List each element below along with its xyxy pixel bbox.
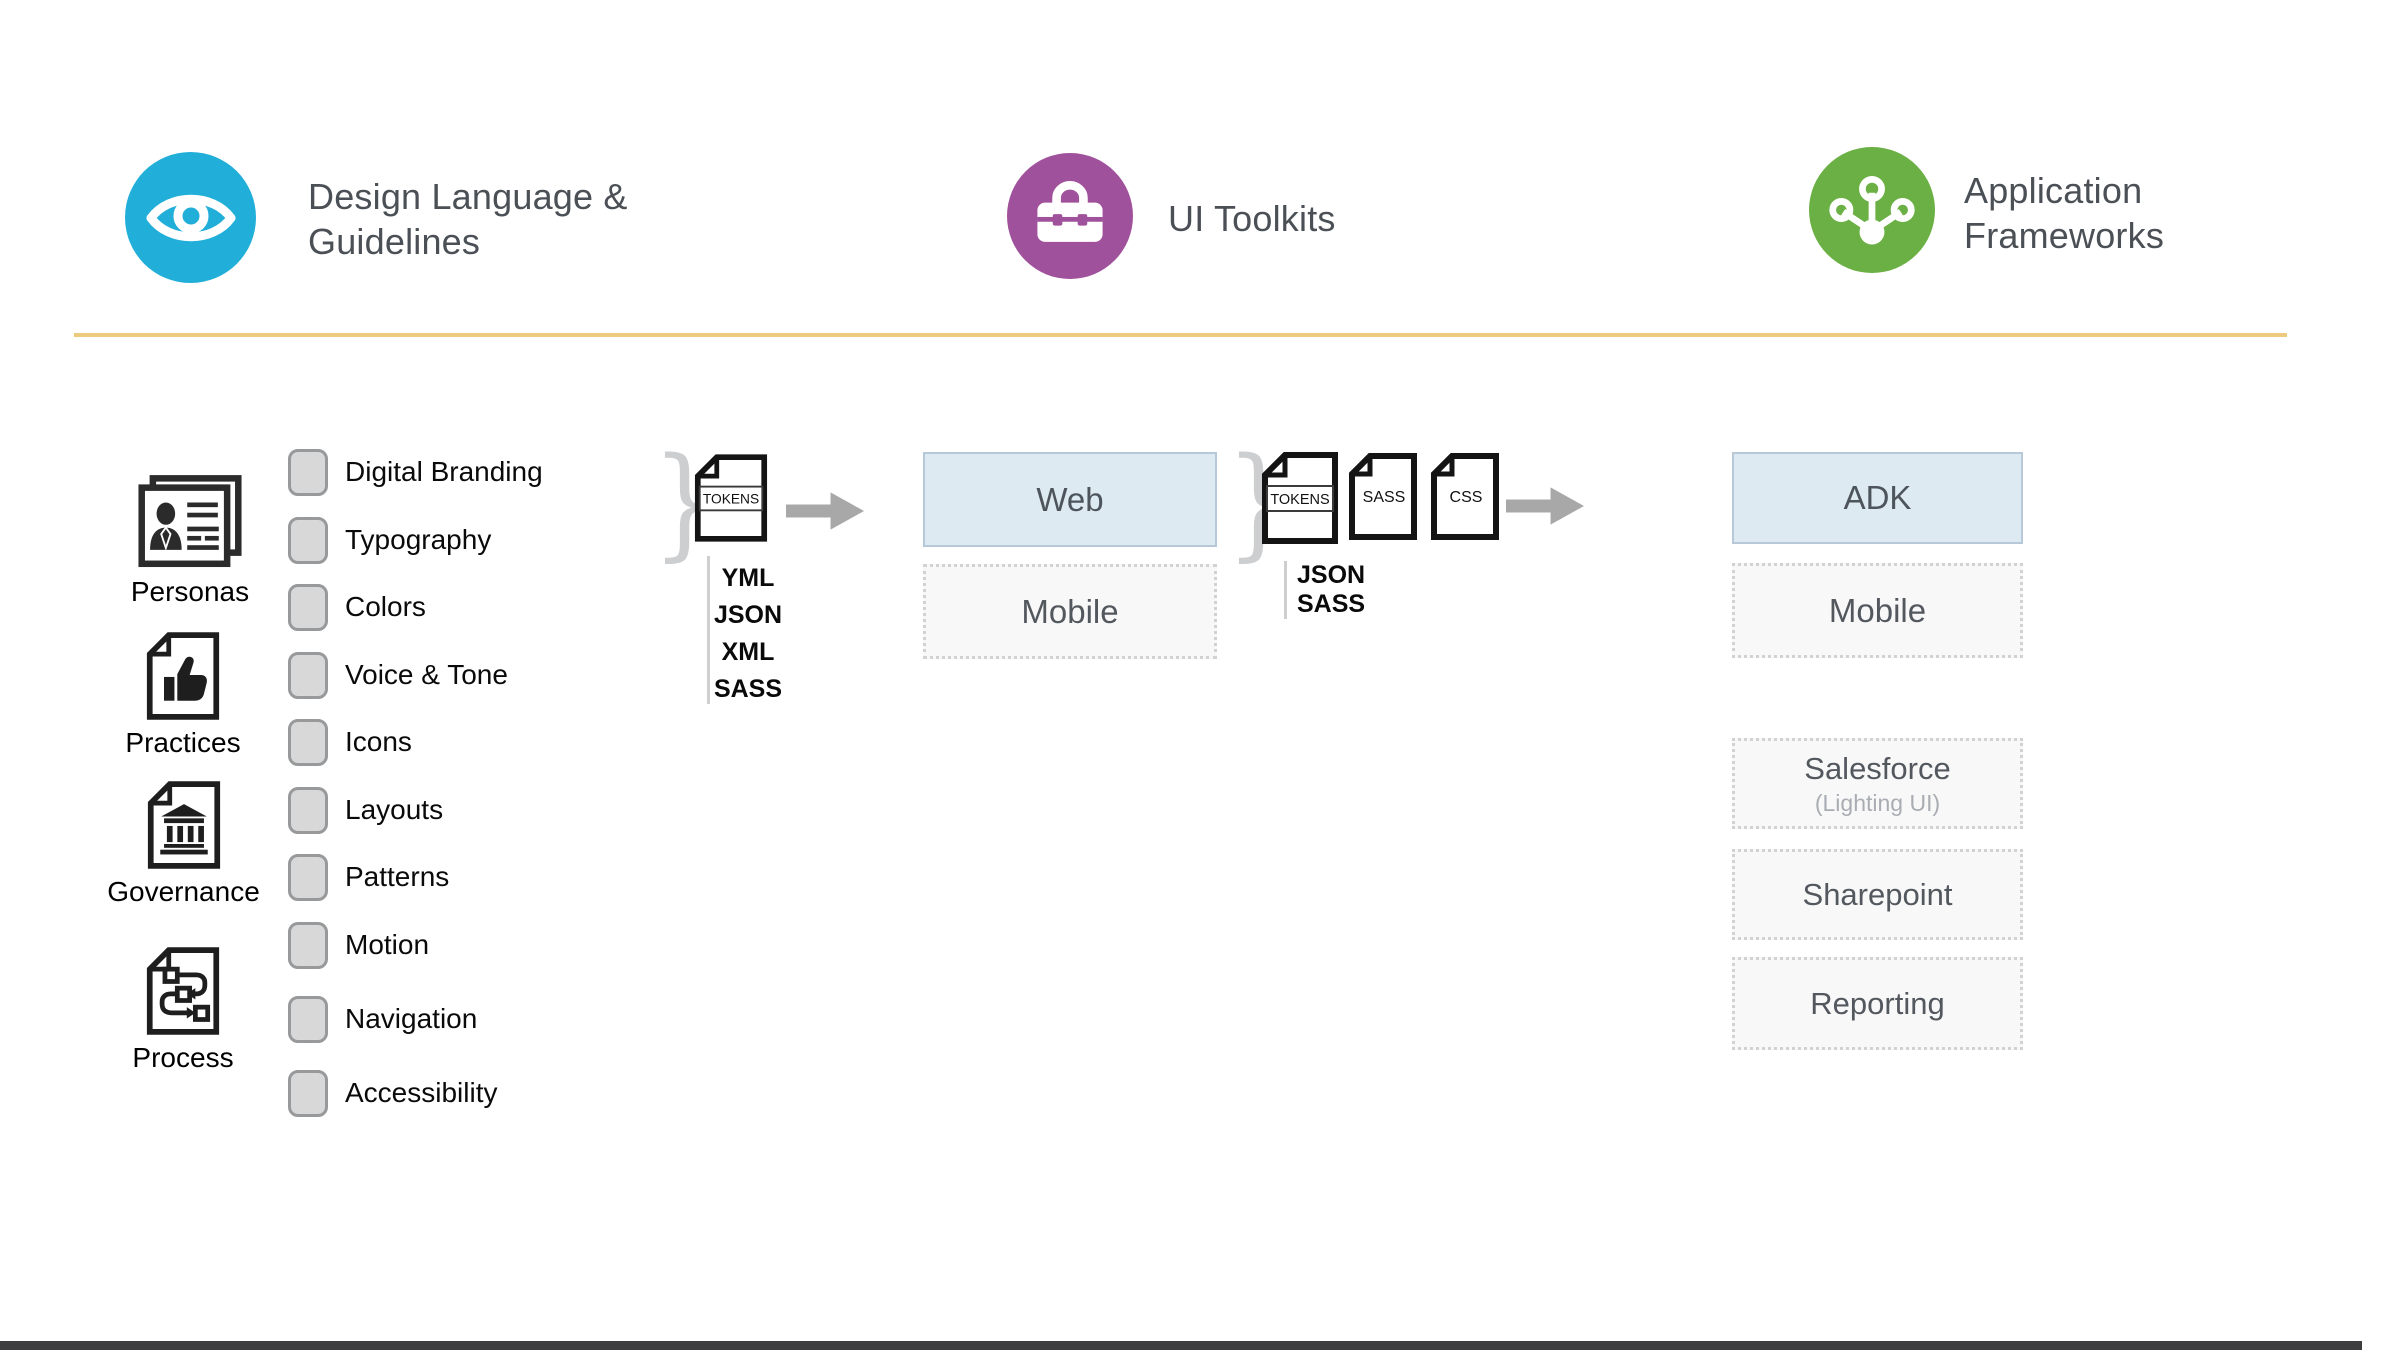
web-target-box: Web	[923, 452, 1217, 547]
checkbox[interactable]	[288, 921, 328, 969]
flow-arrow-icon	[1506, 486, 1584, 531]
checklist-label: Digital Branding	[345, 456, 543, 487]
mobile-target-box: Mobile	[923, 564, 1217, 659]
formats-rule	[1284, 561, 1287, 619]
flow-arrow-icon	[786, 491, 864, 536]
format-label: SASS	[1297, 590, 1366, 618]
checklist-row: Accessibility	[288, 1068, 497, 1118]
governance-label: Governance	[107, 876, 260, 907]
css-file-label: CSS	[1450, 489, 1483, 506]
share-network-icon	[1826, 164, 1918, 256]
process-item: Process	[132, 944, 234, 1074]
sharepoint-box: Sharepoint	[1732, 849, 2023, 940]
tokens-file-icon: TOKENS	[694, 451, 768, 545]
application-frameworks-hub	[1809, 147, 1935, 273]
token-formats-list: YML JSON XML SASS	[703, 560, 793, 708]
sass-file-label: SASS	[1363, 489, 1406, 506]
personas-item: Personas	[126, 472, 254, 608]
format-label: XML	[721, 638, 775, 666]
personas-card-icon	[138, 472, 242, 572]
checkbox[interactable]	[288, 786, 328, 834]
checklist-row: Navigation	[288, 994, 477, 1044]
checkbox[interactable]	[288, 718, 328, 766]
checklist-row: Layouts	[288, 785, 443, 835]
tokens-file-label: TOKENS	[1270, 492, 1329, 508]
ui-toolkits-title: UI Toolkits	[1168, 198, 1336, 239]
mobile-framework-label: Mobile	[1828, 591, 1927, 629]
checklist-label: Colors	[345, 591, 426, 622]
checkbox[interactable]	[288, 516, 328, 564]
checklist-label: Navigation	[345, 1003, 478, 1034]
mobile-target-label: Mobile	[1021, 592, 1119, 630]
checklist-label: Icons	[345, 726, 412, 757]
css-file-icon: CSS	[1430, 452, 1500, 541]
process-document-icon	[145, 944, 221, 1038]
format-label: JSON	[713, 601, 783, 629]
checklist-row: Digital Branding	[288, 447, 543, 497]
web-target-label: Web	[1036, 480, 1104, 518]
adk-target-label: ADK	[1843, 479, 1912, 516]
checklist-row: Colors	[288, 582, 426, 632]
format-label: SASS	[713, 675, 783, 703]
checkbox[interactable]	[288, 583, 328, 631]
sharepoint-label: Sharepoint	[1802, 876, 1953, 912]
salesforce-label: Salesforce	[1804, 750, 1951, 786]
ui-toolkits-hub	[1007, 153, 1133, 279]
checkbox[interactable]	[288, 995, 328, 1043]
format-label: JSON	[1297, 561, 1366, 589]
mobile-framework-box: Mobile	[1732, 563, 2023, 658]
governance-document-icon	[146, 778, 222, 872]
checklist-row: Motion	[288, 920, 429, 970]
adk-target-box: ADK	[1732, 452, 2023, 544]
practices-item: Practices	[125, 629, 241, 759]
checklist-row: Typography	[288, 515, 491, 565]
checklist-label: Voice & Tone	[345, 659, 508, 690]
personas-label: Personas	[130, 576, 250, 607]
salesforce-box: Salesforce (Lighting UI)	[1732, 738, 2023, 829]
eye-icon	[143, 170, 239, 266]
checklist-label: Motion	[345, 929, 430, 960]
formats-rule	[707, 556, 710, 704]
checklist-label: Patterns	[345, 861, 450, 892]
checklist-row: Icons	[288, 717, 412, 767]
reporting-label: Reporting	[1810, 985, 1945, 1021]
toolbox-icon	[1024, 170, 1116, 262]
checkbox[interactable]	[288, 853, 328, 901]
thumbs-up-document-icon	[145, 629, 221, 723]
checklist-label: Layouts	[345, 794, 444, 825]
application-frameworks-title: Application Frameworks	[1964, 170, 2165, 256]
checkbox[interactable]	[288, 651, 328, 699]
pipeline-formats-list: JSON SASS	[1297, 561, 1387, 619]
checklist-label: Typography	[345, 524, 492, 555]
header-divider	[74, 333, 2287, 337]
sass-file-icon: SASS	[1348, 452, 1418, 541]
format-label: YML	[721, 564, 775, 592]
checkbox[interactable]	[288, 1069, 328, 1117]
checklist-row: Voice & Tone	[288, 650, 508, 700]
governance-item: Governance	[107, 778, 260, 908]
tokens-file-icon: TOKENS	[1261, 451, 1339, 545]
design-language-hub	[125, 152, 256, 283]
reporting-box: Reporting	[1732, 957, 2023, 1050]
checkbox[interactable]	[288, 448, 328, 496]
checklist-label: Accessibility	[345, 1077, 498, 1108]
practices-label: Practices	[125, 727, 241, 758]
bottom-bar	[0, 1341, 2362, 1350]
salesforce-sub-label: (Lighting UI)	[1814, 789, 1941, 816]
checklist-row: Patterns	[288, 852, 449, 902]
tokens-file-label: TOKENS	[703, 492, 759, 507]
design-language-title: Design Language & Guidelines	[308, 176, 628, 262]
process-label: Process	[132, 1042, 234, 1073]
